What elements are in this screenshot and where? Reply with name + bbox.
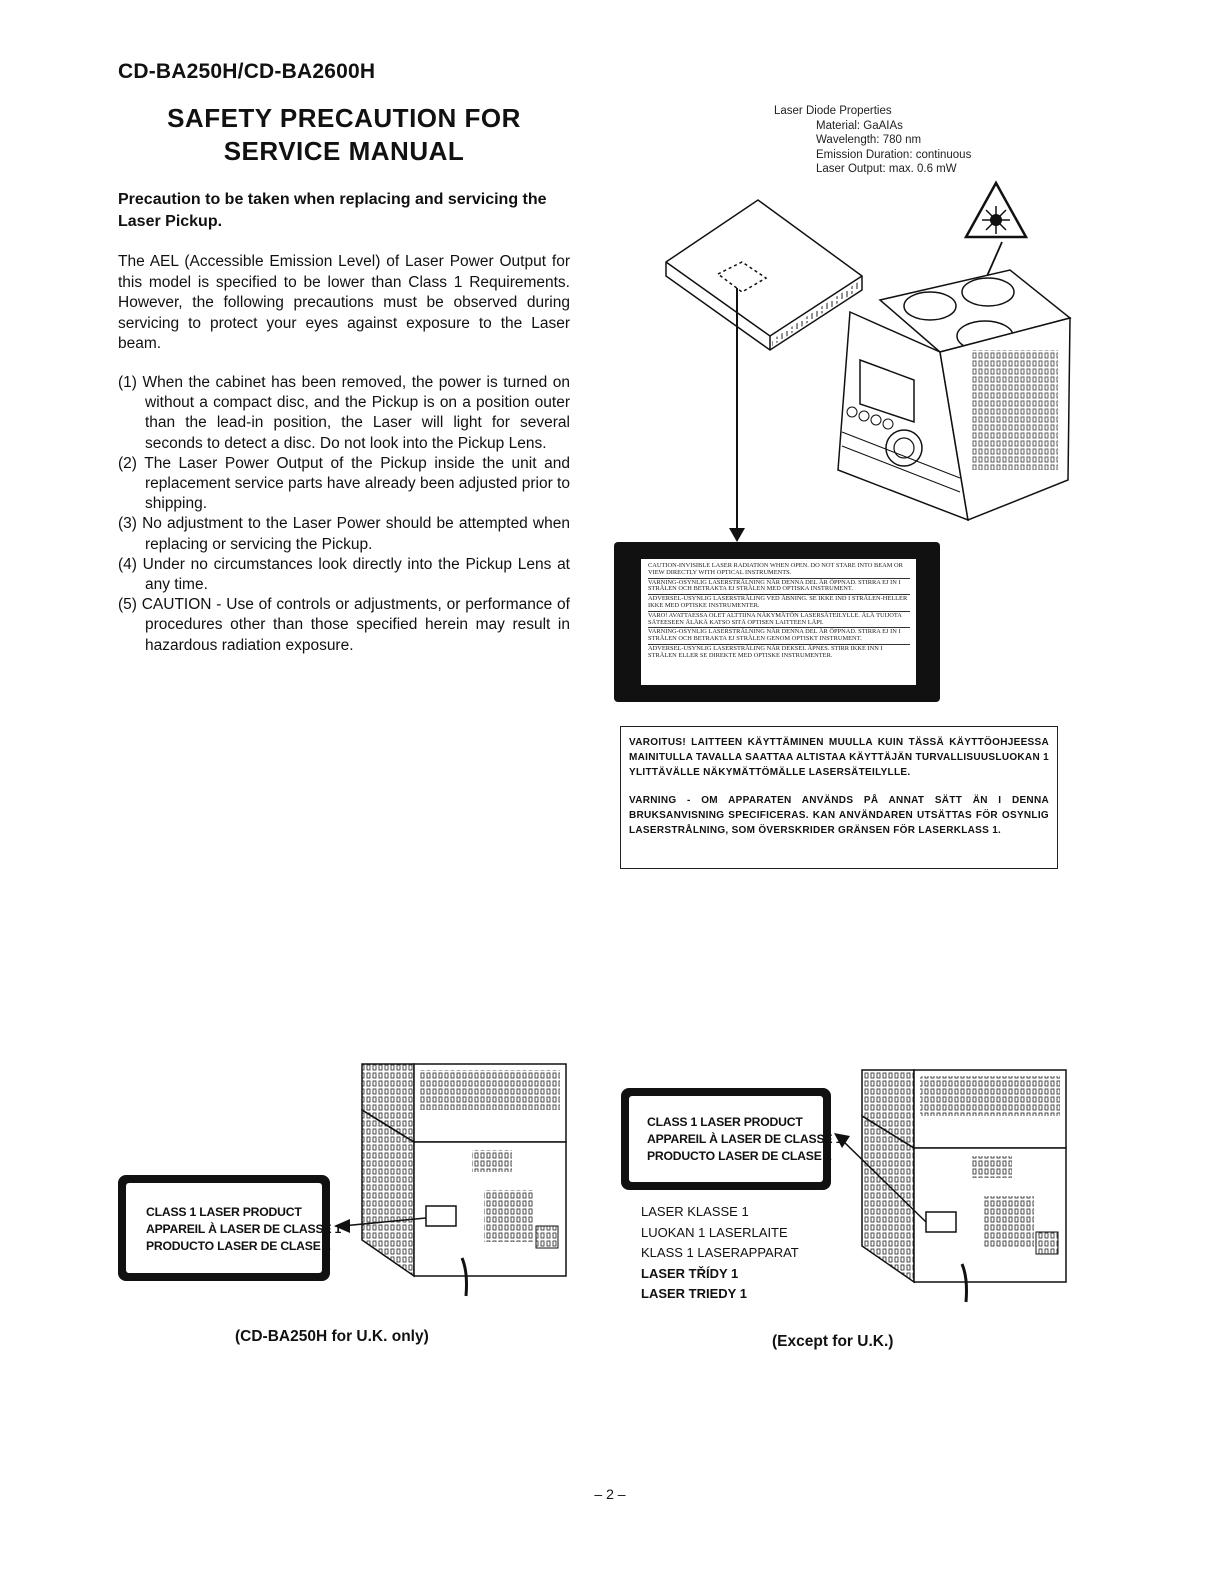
diode-heading: Laser Diode Properties (774, 105, 892, 117)
warning-line: ADVERSEL-USYNLIG LASERSTRÅLING VED ÅBNIN… (648, 595, 910, 612)
class-label-languages: LASER KLASSE 1 LUOKAN 1 LASERLAITE KLASS… (641, 1202, 799, 1305)
language-line: LASER TRIEDY 1 (641, 1286, 747, 1301)
diode-material: Material: GaAIAs (816, 119, 903, 132)
class1-label-uk-face (126, 1183, 322, 1273)
precaution-item: (2) The Laser Power Output of the Pickup… (118, 454, 570, 513)
language-line: KLASS 1 LASERAPPARAT (641, 1245, 799, 1260)
class-label-line-1: CLASS 1 LASER PRODUCT (146, 1205, 302, 1219)
page-title: SAFETY PRECAUTION FOR SERVICE MANUAL (118, 102, 570, 168)
class1-label-export-face (629, 1096, 823, 1182)
precaution-item: (5) CAUTION - Use of controls or adjustm… (118, 596, 570, 654)
laser-hazard-icon (963, 180, 1029, 293)
intro-paragraph: The AEL (Accessible Emission Level) of L… (118, 253, 570, 352)
class-label-line-3: PRODUCTO LASER DE CLASE 1 (146, 1239, 331, 1253)
class-label-line-2: APPAREIL À LASER DE CLASSE 1 (146, 1222, 342, 1236)
diode-emission: Emission Duration: continuous (816, 148, 972, 161)
diode-output: Laser Output: max. 0.6 mW (816, 163, 957, 176)
swedish-warning: VARNING - OM APPARATEN ANVÄNDS PÅ ANNAT … (629, 795, 1049, 836)
nordic-warning-box: VAROITUS! LAITTEEN KÄYTTÄMINEN MUULLA KU… (620, 726, 1058, 869)
language-line: LASER TŘÍDY 1 (641, 1265, 739, 1281)
section-subheading: Precaution to be taken when replacing an… (118, 191, 547, 230)
class1-label-export-text: CLASS 1 LASER PRODUCT APPAREIL À LASER D… (647, 1114, 842, 1165)
laser-diode-properties: Laser Diode Properties Material: GaAIAs … (774, 104, 971, 177)
warning-line: VARO! AVATTAESSA OLET ALTTIINA NÄKYMÄTÖN… (648, 612, 910, 629)
rear-unit-right-drawing (834, 1069, 1067, 1303)
precaution-list: (1) When the cabinet has been removed, t… (118, 373, 570, 656)
class-label-line-3: PRODUCTO LASER DE CLASE 1 (647, 1149, 832, 1163)
title-line-2: SERVICE MANUAL (223, 136, 465, 166)
class1-label-uk-text: CLASS 1 LASER PRODUCT APPAREIL À LASER D… (146, 1204, 341, 1255)
language-line: LASER KLASSE 1 (641, 1204, 749, 1219)
warning-line: VARNING-OSYNLIG LASERSTRÅLNING NÄR DENNA… (648, 579, 910, 596)
caption-uk: (CD-BA250H for U.K. only) (235, 1328, 429, 1345)
finnish-warning: VAROITUS! LAITTEEN KÄYTTÄMINEN MUULLA KU… (629, 737, 1049, 778)
caption-except-uk: (Except for U.K.) (772, 1333, 894, 1350)
precaution-item: (1) When the cabinet has been removed, t… (118, 374, 570, 452)
rear-unit-left-drawing (334, 1063, 567, 1297)
precaution-item: (3) No adjustment to the Laser Power sho… (118, 515, 570, 553)
page-number: – 2 – (594, 1486, 626, 1502)
class-label-line-1: CLASS 1 LASER PRODUCT (647, 1115, 803, 1129)
laser-warning-label-face (641, 559, 916, 685)
title-line-1: SAFETY PRECAUTION FOR (167, 103, 521, 133)
cabinet-cover-drawing (665, 199, 863, 542)
mini-system-unit-drawing (837, 269, 1072, 522)
laser-warning-label-text: CAUTION-INVISIBLE LASER RADIATION WHEN O… (648, 562, 910, 662)
class-label-line-2: APPAREIL À LASER DE CLASSE 1 (647, 1132, 843, 1146)
warning-line: VARNING-OSYNLIG LASERSTRÅLNING NÄR DENNA… (648, 629, 910, 645)
language-line: LUOKAN 1 LASERLAITE (641, 1224, 788, 1240)
warning-line: CAUTION-INVISIBLE LASER RADIATION WHEN O… (648, 562, 910, 579)
precaution-item: (4) Under no circumstances look directly… (118, 555, 570, 594)
model-number: CD-BA250H/CD-BA2600H (118, 60, 376, 83)
diode-wavelength: Wavelength: 780 nm (816, 134, 922, 147)
warning-line: ADVERSEL-USYNLIG LASERSTRÅLING NÅR DEKSE… (648, 644, 883, 659)
